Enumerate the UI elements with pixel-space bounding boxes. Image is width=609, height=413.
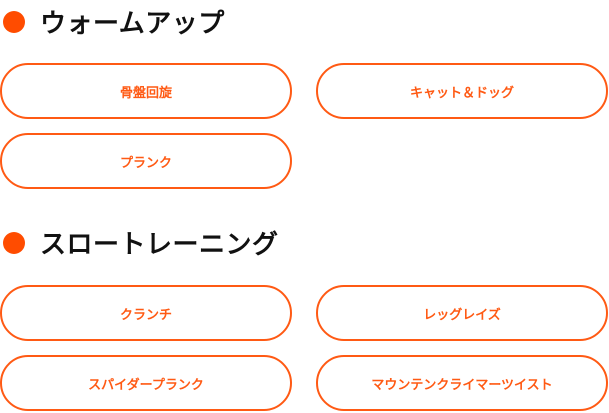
exercise-button[interactable]: 骨盤回旋 [0,63,292,119]
section-bullet-icon [3,10,25,33]
exercise-label: レッグレイズ [423,307,501,323]
exercise-button[interactable]: キャット＆ドッグ [316,63,608,119]
exercise-label: 骨盤回旋 [119,85,172,101]
section-bullet-icon [3,231,25,254]
exercise-label: プランク [119,155,172,171]
exercise-label: スパイダープランク [88,377,204,393]
exercise-button[interactable]: マウンテンクライマーツイスト [316,355,608,411]
exercise-button[interactable]: レッグレイズ [316,285,608,341]
exercise-label: マウンテンクライマーツイスト [371,377,553,393]
section-title: スロートレーニング [40,230,279,260]
exercise-label: クランチ [119,307,172,323]
exercise-button[interactable]: スパイダープランク [0,355,292,411]
exercise-button[interactable]: プランク [0,133,292,189]
section-title: ウォームアップ [40,9,225,39]
section-header-warmup: ウォームアップ [0,3,225,40]
exercise-button[interactable]: クランチ [0,285,292,341]
exercise-label: キャット＆ドッグ [409,85,514,101]
section-header-slow-training: スロートレーニング [0,224,279,261]
